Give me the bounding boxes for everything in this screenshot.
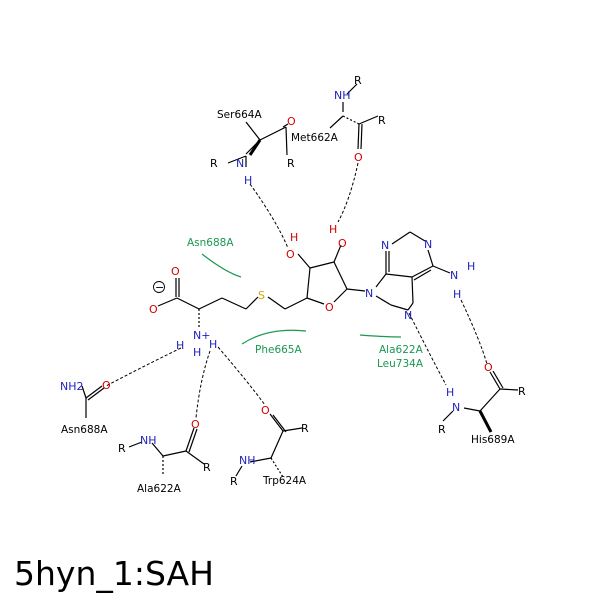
label-his689a: His689A xyxy=(471,434,515,446)
ser-r-left: R xyxy=(210,157,218,170)
ribose-ring-o: O xyxy=(325,301,334,314)
sulfur-atom: S xyxy=(258,289,265,302)
his-n: N xyxy=(452,401,460,414)
met-r-right: R xyxy=(378,114,386,127)
met-nh: NH xyxy=(334,89,351,102)
asn-o: O xyxy=(102,379,111,392)
residue-labels: Ser664A Met662A Asn688A Phe665A Ala622A … xyxy=(61,109,515,495)
hydrophobic-contacts xyxy=(201,253,402,345)
amine-h-left: H xyxy=(176,339,184,352)
ser-h: H xyxy=(244,174,252,187)
label-ala622a-hydrophobic: Ala622A xyxy=(379,344,424,356)
atom-labels: O O − O O H O H S N+ H H H N N N N N H H… xyxy=(60,74,526,488)
ala-nh: NH xyxy=(140,434,157,447)
hydrophobic-arc-phe665a xyxy=(241,329,307,345)
label-met662a: Met662A xyxy=(291,132,339,144)
met-o: O xyxy=(354,151,363,164)
label-leu734a: Leu734A xyxy=(377,358,424,370)
ribose-o2: O xyxy=(286,248,295,261)
adenine-nh2-h1: H xyxy=(467,260,475,273)
ribose-h2: H xyxy=(290,231,298,244)
label-ala622a: Ala622A xyxy=(137,483,182,495)
met-r-top: R xyxy=(354,74,362,87)
hydrophobic-arc-ala622a-leu734a xyxy=(359,334,402,338)
ser-o: O xyxy=(287,115,296,128)
carboxyl-o-top: O xyxy=(171,265,180,278)
adenine-n9: N xyxy=(365,287,373,300)
ala-o: O xyxy=(191,418,200,431)
adenine-nh2-n: N xyxy=(450,269,458,282)
minus-sign: − xyxy=(155,281,164,294)
amine-h-bottom: H xyxy=(193,346,201,359)
trp-r-right: R xyxy=(301,422,309,435)
ala-r-left: R xyxy=(118,442,126,455)
ligand-bonds xyxy=(157,231,451,328)
ser-n: N xyxy=(236,157,244,170)
adenine-n1: N xyxy=(424,238,432,251)
label-asn688a: Asn688A xyxy=(61,424,108,436)
his-r-right: R xyxy=(518,385,526,398)
hydrogen-bonds xyxy=(105,162,488,419)
trp-r-left: R xyxy=(230,475,238,488)
label-trp624a: Trp624A xyxy=(262,475,307,487)
ribose-h3: H xyxy=(329,223,337,236)
ribose-o3: O xyxy=(338,237,347,250)
asn-nh2: NH2 xyxy=(60,380,84,393)
trp-nh: NH xyxy=(239,454,256,467)
label-ser664a: Ser664A xyxy=(217,109,262,121)
trp-o: O xyxy=(261,404,270,417)
his-r-left: R xyxy=(438,423,446,436)
his-h: H xyxy=(446,386,454,399)
adenine-n3: N xyxy=(381,239,389,252)
diagram-title: 5hyn_1:SAH xyxy=(14,554,214,593)
amine-h-right: H xyxy=(209,338,217,351)
ser-r-right: R xyxy=(287,157,295,170)
hydrophobic-arc-asn688a xyxy=(201,253,242,278)
residue-bonds xyxy=(81,83,519,478)
amine-n: N+ xyxy=(193,329,210,342)
adenine-nh2-h2: H xyxy=(453,288,461,301)
label-phe665a: Phe665A xyxy=(255,344,302,356)
label-asn688a-hydrophobic: Asn688A xyxy=(187,237,234,249)
his-o: O xyxy=(484,361,493,374)
adenine-n7: N xyxy=(404,309,412,322)
ala-r-right: R xyxy=(203,461,211,474)
negative-charge-icon xyxy=(153,281,165,293)
carboxyl-o-left: O xyxy=(149,303,158,316)
